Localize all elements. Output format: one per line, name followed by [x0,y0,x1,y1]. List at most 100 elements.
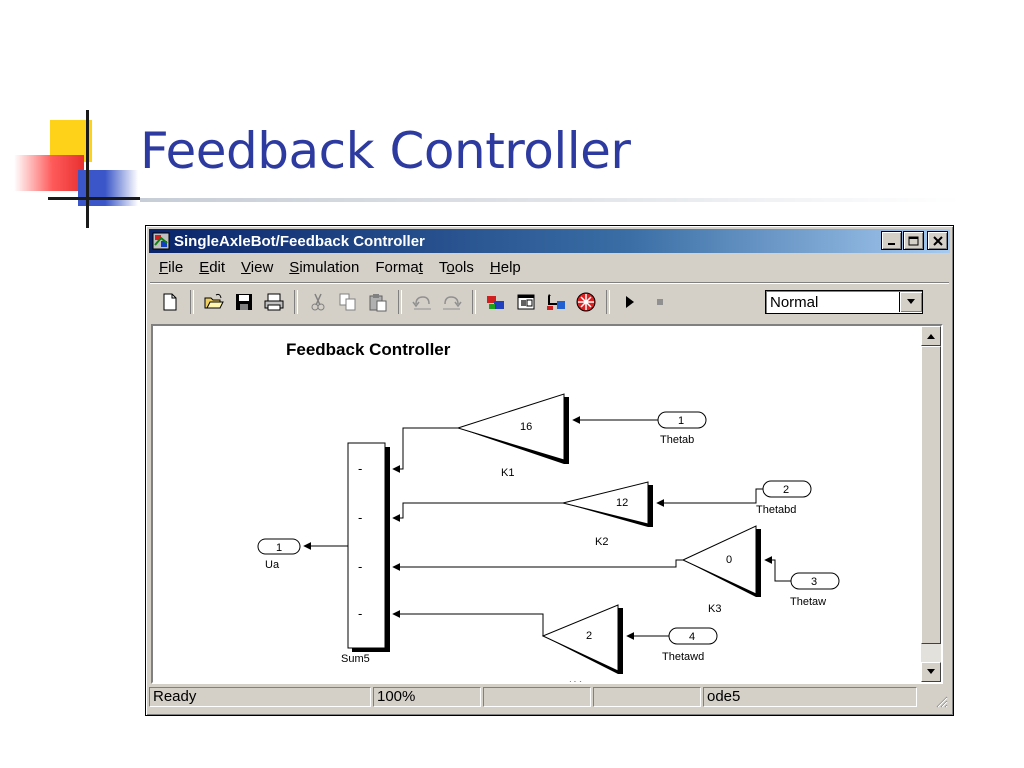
model-canvas[interactable]: Feedback Controller - - - - Sum5 16 K1 [151,324,943,684]
minimize-icon [887,242,895,245]
gain-k2-value: 12 [616,497,628,509]
simulink-app-icon [152,232,170,250]
toggle-model-browser-icon [517,294,535,310]
undo-icon [412,296,431,310]
toolbar-separator [294,290,298,314]
sum-sign-3: - [358,559,362,574]
gain-block-k3[interactable] [681,525,761,597]
close-button[interactable] [927,231,948,250]
status-bar: Ready 100% ode5 [149,687,950,711]
inport-4-number: 4 [689,631,695,643]
library-browser-button[interactable] [484,290,508,314]
maximize-button[interactable] [903,231,924,250]
paste-icon [369,294,387,312]
start-simulation-icon [626,296,634,308]
stop-simulation-icon [657,299,663,305]
toolbar-separator [398,290,402,314]
outport-block-ua[interactable] [257,538,301,555]
inport-3-name: Thetaw [790,596,826,608]
chevron-down-icon [927,669,935,674]
menu-help[interactable]: Help [489,258,521,276]
simulation-mode-select[interactable]: Normal [765,290,923,314]
maximize-icon [908,236,919,245]
sum-block[interactable] [347,442,390,652]
print-button[interactable] [262,290,286,314]
save-icon [236,294,252,310]
minimize-button[interactable] [881,231,902,250]
resize-grip-icon[interactable] [934,694,948,708]
menu-format[interactable]: Format [375,258,423,276]
signal-line-k1-sum[interactable] [392,427,458,473]
scrollbar-thumb[interactable] [921,346,941,644]
window-title: SingleAxleBot/Feedback Controller [174,232,425,250]
debug-button[interactable] [574,290,598,314]
gain-k3-value: 0 [726,554,732,566]
status-text: Ready [149,687,371,707]
start-simulation-button[interactable] [618,290,642,314]
menu-file[interactable]: File [159,258,184,276]
window-titlebar[interactable]: SingleAxleBot/Feedback Controller [149,229,950,253]
inport-2-number: 2 [783,484,789,496]
block-diagram: Feedback Controller - - - - Sum5 16 K1 [257,340,840,682]
inport-1-name: Thetab [660,434,694,446]
redo-button[interactable] [440,290,464,314]
new-file-icon [163,293,177,311]
status-cell-empty-2 [593,687,701,707]
gain-k4-label: K4 [569,680,582,682]
menu-simulation[interactable]: Simulation [289,258,360,276]
dropdown-arrow-button[interactable] [899,292,922,312]
menu-view[interactable]: View [241,258,274,276]
vertical-scrollbar[interactable] [921,326,941,682]
cut-button[interactable] [306,290,330,314]
save-model-button[interactable] [232,290,256,314]
new-model-button[interactable] [158,290,182,314]
gain-block-k4[interactable] [541,604,623,674]
go-to-parent-button[interactable] [544,290,568,314]
solver-name: ode5 [703,687,917,707]
gain-block-k1[interactable] [456,393,569,464]
scroll-down-button[interactable] [921,662,941,682]
menu-edit[interactable]: Edit [199,258,226,276]
gain-k2-label: K2 [595,536,608,548]
undo-button[interactable] [410,290,434,314]
signal-line-k2-sum[interactable] [392,502,563,522]
close-icon [932,235,943,246]
model-browser-button[interactable] [514,290,538,314]
sum-sign-1: - [358,461,362,476]
slide-title: Feedback Controller [140,122,631,180]
copy-icon [339,293,356,311]
title-underline [140,198,960,202]
slide-logo [0,0,150,240]
signal-line-k4-sum[interactable] [392,610,544,636]
sum-block-label: Sum5 [341,653,370,665]
copy-button[interactable] [336,290,360,314]
simulink-window: SingleAxleBot/Feedback Controller File E… [145,225,954,716]
paste-button[interactable] [366,290,390,314]
library-browser-icon [487,296,504,309]
chevron-down-icon [907,299,915,304]
signal-line-k3-sum[interactable] [392,559,683,571]
inport-4-name: Thetawd [662,651,704,663]
outport-number: 1 [276,542,282,554]
toolbar-separator [606,290,610,314]
status-cell-empty-1 [483,687,591,707]
redo-icon [443,296,462,310]
scroll-up-button[interactable] [921,326,941,346]
menu-bar: File Edit View Simulation Format Tools H… [151,256,529,278]
diagram-title: Feedback Controller [286,340,451,359]
toolbar-separator [472,290,476,314]
chevron-up-icon [927,334,935,339]
open-model-button[interactable] [202,290,226,314]
signal-line-thetaw-k3[interactable] [764,556,791,582]
logo-horizontal-line [48,197,140,200]
cut-icon [311,293,325,311]
gain-k4-value: 2 [586,630,592,642]
signal-line-thetabd-k2[interactable] [656,488,763,507]
go-to-parent-icon [547,294,565,310]
menu-tools[interactable]: Tools [438,258,474,276]
gain-block-k2[interactable] [562,481,653,527]
inport-2-name: Thetabd [756,504,796,516]
zoom-level: 100% [373,687,481,707]
stop-simulation-button[interactable] [648,290,672,314]
inport-3-number: 3 [811,576,817,588]
